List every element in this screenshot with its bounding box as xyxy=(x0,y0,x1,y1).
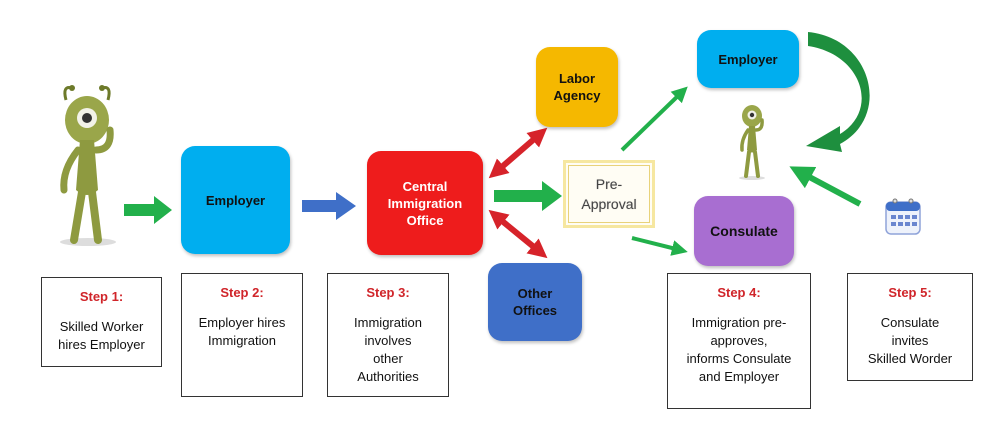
step-5-description: Consulate invites Skilled Worder xyxy=(867,315,953,366)
step-2-title: Step 2: xyxy=(220,285,264,300)
step-2-box: Step 2: Employer hires Immigration xyxy=(181,273,303,397)
step-3-box: Step 3: Immigration involves other Autho… xyxy=(327,273,449,397)
arrow-calendar-to-worker xyxy=(789,166,862,207)
step-5-title: Step 5: xyxy=(888,285,932,300)
employer-node: Employer xyxy=(181,146,290,254)
step-1-description: Skilled Worker hires Employer xyxy=(58,319,145,352)
arrow-preapproval-to-consulate xyxy=(631,236,688,256)
step-3-description: Immigration involves other Authorities xyxy=(354,315,422,384)
arrow-employer-curved xyxy=(806,32,870,152)
step-5-box: Step 5: Consulate invites Skilled Worder xyxy=(847,273,973,381)
step-4-description: Immigration pre- approves, informs Consu… xyxy=(686,315,792,384)
employer-top-node: Employer xyxy=(697,30,799,88)
step-4-box: Step 4: Immigration pre- approves, infor… xyxy=(667,273,811,409)
labor-agency-node: Labor Agency xyxy=(536,47,618,127)
consulate-node: Consulate xyxy=(694,196,794,266)
central-immigration-office-node: Central Immigration Office xyxy=(367,151,483,255)
arrow-central-labor xyxy=(488,127,548,179)
step-1-box: Step 1: Skilled Worker hires Employer xyxy=(41,277,162,367)
arrow-preapproval-to-employer xyxy=(620,86,688,152)
other-offices-node: Other Offices xyxy=(488,263,582,341)
step-4-title: Step 4: xyxy=(717,285,761,300)
alien-figure-small-icon xyxy=(739,105,765,180)
alien-figure-icon xyxy=(60,85,116,246)
arrow-central-to-preapproval xyxy=(494,181,562,211)
step-2-description: Employer hires Immigration xyxy=(198,315,286,348)
step-3-title: Step 3: xyxy=(366,285,410,300)
calendar-icon xyxy=(885,198,921,235)
step-1-title: Step 1: xyxy=(79,289,124,304)
pre-approval-node: Pre- Approval xyxy=(563,160,655,228)
arrow-employer-to-central xyxy=(302,192,356,220)
arrow-worker-to-employer xyxy=(124,196,172,224)
arrow-central-other xyxy=(488,209,548,259)
